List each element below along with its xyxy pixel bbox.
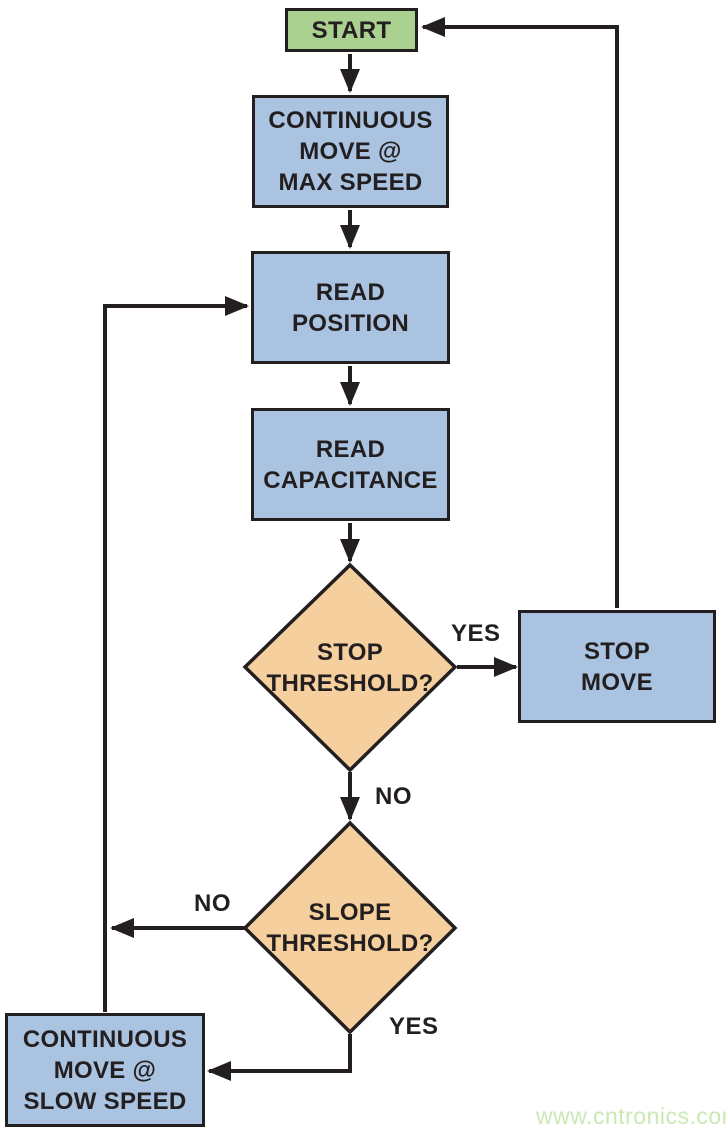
node-label-line: SLOW SPEED: [23, 1087, 187, 1115]
decision-stop-threshold-shape: [242, 562, 458, 773]
node-continuous-move-slow-speed: CONTINUOUS MOVE @ SLOW SPEED: [5, 1013, 205, 1127]
node-label-line: SLOPE: [308, 898, 392, 926]
arrow-slope-threshold-yes-to-slow-speed: [207, 1034, 352, 1081]
node-slope-threshold: SLOPE THRESHOLD?: [245, 823, 455, 1032]
node-read-capacitance: READ CAPACITANCE: [251, 408, 450, 521]
node-label-line: MOVE @: [299, 138, 402, 165]
node-stop-move: STOP MOVE: [518, 610, 716, 723]
edge-label-slope-no: NO: [194, 890, 231, 917]
node-continuous-move-max-speed: CONTINUOUS MOVE @ MAX SPEED: [252, 95, 449, 208]
node-label-line: READ: [315, 435, 386, 463]
node-label-line: POSITION: [291, 309, 410, 337]
arrow-loop-line-to-read-position: [103, 296, 249, 1012]
decision-slope-threshold-shape: [242, 820, 458, 1035]
arrow-stop-move-to-start: [421, 17, 619, 608]
node-stop-threshold: STOP THRESHOLD?: [245, 565, 455, 770]
node-label-line: STOP: [316, 638, 384, 666]
edge-label-stop-yes: YES: [451, 620, 501, 647]
node-label-line: CONTINUOUS: [22, 1025, 188, 1053]
watermark-text: www.cntronics.com: [536, 1103, 726, 1129]
node-label-line: READ: [315, 278, 386, 306]
edge-label-stop-no: NO: [375, 783, 412, 810]
node-label-line: STOP: [583, 637, 651, 665]
edge-label-slope-yes: YES: [389, 1013, 439, 1040]
node-label-line: CAPACITANCE: [263, 466, 438, 494]
node-label-line: MOVE: [581, 668, 653, 696]
node-start: START: [285, 8, 418, 52]
node-read-position: READ POSITION: [251, 251, 450, 364]
node-label-line: CONTINUOUS: [268, 107, 433, 134]
node-label-line: MOVE @: [53, 1056, 157, 1084]
node-start-label: START: [311, 16, 392, 44]
node-label-line: MAX SPEED: [278, 169, 423, 196]
node-label-line: THRESHOLD?: [266, 669, 434, 697]
node-label-line: THRESHOLD?: [266, 929, 434, 957]
